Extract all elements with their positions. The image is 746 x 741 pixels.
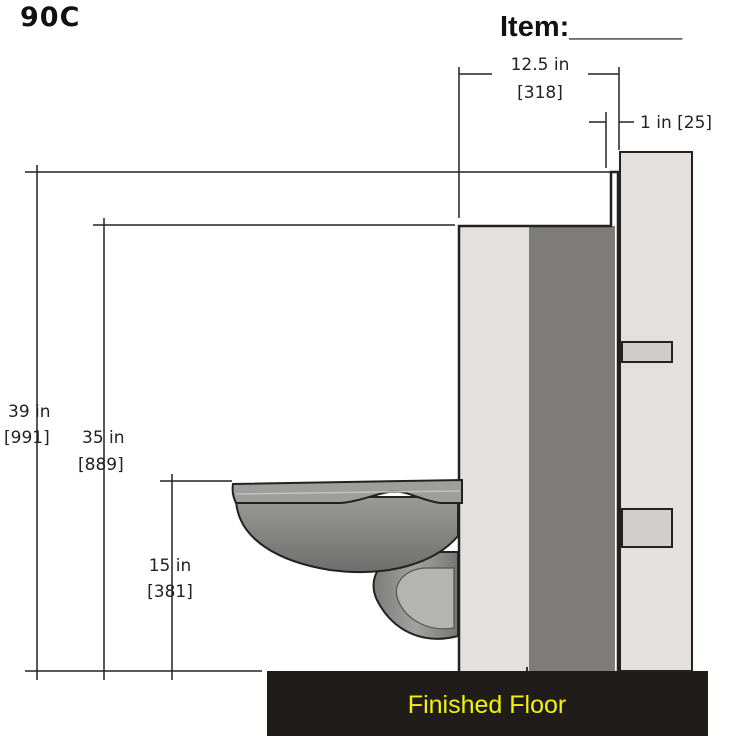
toilet-bowl <box>235 496 459 574</box>
bowl-height-metric: [381] <box>147 582 193 602</box>
wall-bracket-upper <box>621 341 673 363</box>
finished-floor-slab <box>267 671 708 736</box>
cabinet-side <box>529 226 615 671</box>
wall-bracket-lower <box>621 508 673 548</box>
item-label: Item:_______ <box>500 11 683 43</box>
depth-dimension-imperial: 12.5 in <box>511 55 570 75</box>
lip-dimension: 1 in [25] <box>640 113 712 133</box>
toilet-rim-highlight <box>235 490 461 495</box>
depth-dimension-metric: [318] <box>517 83 563 103</box>
cabinet-outline <box>457 170 620 671</box>
finished-floor-label: Finished Floor <box>408 691 566 719</box>
dimension-lines <box>25 67 634 680</box>
model-code: 90C <box>20 2 80 33</box>
cabinet-front <box>459 226 529 671</box>
cabinet-height-metric: [889] <box>78 455 124 475</box>
overall-height-imperial: 39 in <box>8 402 51 422</box>
bowl-height-imperial: 15 in <box>149 556 192 576</box>
toilet-seat-rim <box>231 478 463 504</box>
wall-panel <box>619 151 693 672</box>
toilet-trap-inner <box>395 567 455 630</box>
overall-height-metric: [991] <box>4 428 50 448</box>
cabinet-height-imperial: 35 in <box>82 428 125 448</box>
